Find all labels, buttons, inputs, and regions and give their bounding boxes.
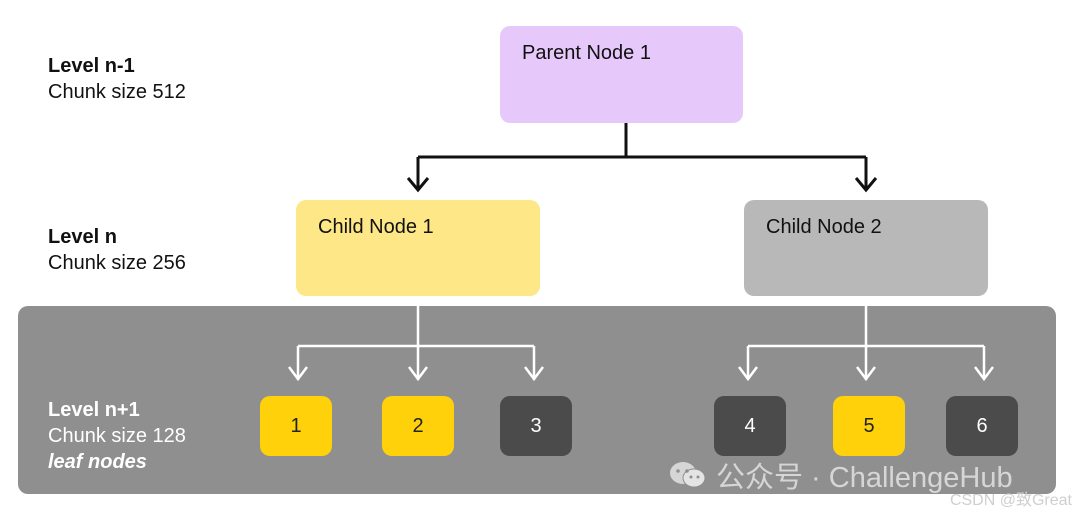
level-n-plus-1-label: Level n+1 Chunk size 128 leaf nodes [48, 397, 186, 475]
wechat-icon [668, 460, 708, 490]
leaf-label: 5 [863, 414, 875, 437]
leaf-label: 1 [290, 414, 302, 437]
leaf-nodes-note: leaf nodes [48, 451, 147, 473]
parent-to-children-arrows [406, 123, 878, 193]
child1-to-leaves-arrows [288, 296, 544, 382]
node-label: Child Node 1 [318, 216, 434, 238]
level-n-minus-1-label: Level n-1 Chunk size 512 [48, 53, 186, 105]
level-n-label: Level n Chunk size 256 [48, 224, 186, 276]
leaf-node-3: 3 [500, 396, 572, 456]
leaf-label: 6 [976, 414, 988, 437]
leaf-label: 3 [530, 414, 542, 437]
parent-node-1: Parent Node 1 [500, 26, 743, 123]
watermark: 公众号 · ChallengeHub [668, 454, 1013, 496]
chunk-size-text: Chunk size 256 [48, 252, 186, 274]
leaf-node-5: 5 [833, 396, 905, 456]
node-label: Parent Node 1 [522, 42, 651, 64]
chunk-size-text: Chunk size 512 [48, 81, 186, 103]
child2-to-leaves-arrows [738, 296, 994, 382]
level-title: Level n [48, 226, 117, 248]
chunk-size-text: Chunk size 128 [48, 425, 186, 447]
leaf-node-6: 6 [946, 396, 1018, 456]
watermark-main-text: 公众号 · ChallengeHub [716, 462, 1013, 494]
leaf-label: 2 [412, 414, 424, 437]
leaf-node-4: 4 [714, 396, 786, 456]
leaf-node-2: 2 [382, 396, 454, 456]
level-title: Level n+1 [48, 399, 140, 421]
watermark-sub-text: CSDN @致Great [949, 492, 1072, 509]
child-node-2: Child Node 2 [744, 200, 988, 296]
child-node-1: Child Node 1 [296, 200, 540, 296]
leaf-node-1: 1 [260, 396, 332, 456]
level-title: Level n-1 [48, 55, 135, 77]
leaf-label: 4 [744, 414, 756, 437]
node-label: Child Node 2 [766, 216, 882, 238]
